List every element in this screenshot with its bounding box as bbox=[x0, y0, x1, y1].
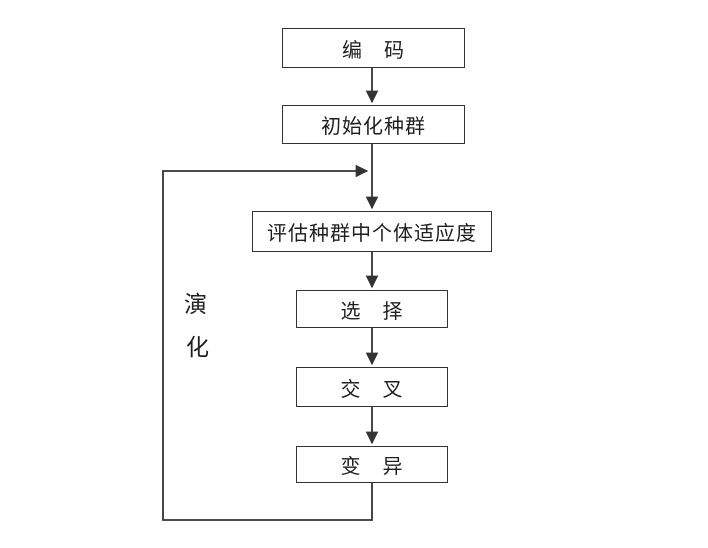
node-selection: 选 择 bbox=[296, 290, 448, 328]
loop-label-evolution-char1: 演 bbox=[184, 292, 207, 317]
node-encode-label: 编 码 bbox=[342, 39, 405, 62]
edge-mutate-evaluate-loop bbox=[162, 164, 373, 521]
node-crossover-label: 交 叉 bbox=[340, 378, 404, 401]
node-selection-label: 选 择 bbox=[340, 300, 404, 323]
loop-label-evolution-char2: 化 bbox=[186, 335, 209, 360]
node-evaluate-fitness: 评估种群中个体适应度 bbox=[252, 211, 492, 252]
node-init-population-label: 初始化种群 bbox=[321, 116, 426, 138]
node-mutation-label: 变 异 bbox=[340, 456, 404, 478]
node-crossover: 交 叉 bbox=[296, 367, 448, 407]
node-init-population: 初始化种群 bbox=[282, 105, 465, 144]
node-encode: 编 码 bbox=[282, 28, 465, 68]
node-evaluate-fitness-label: 评估种群中个体适应度 bbox=[267, 223, 477, 245]
node-mutation: 变 异 bbox=[296, 446, 448, 483]
